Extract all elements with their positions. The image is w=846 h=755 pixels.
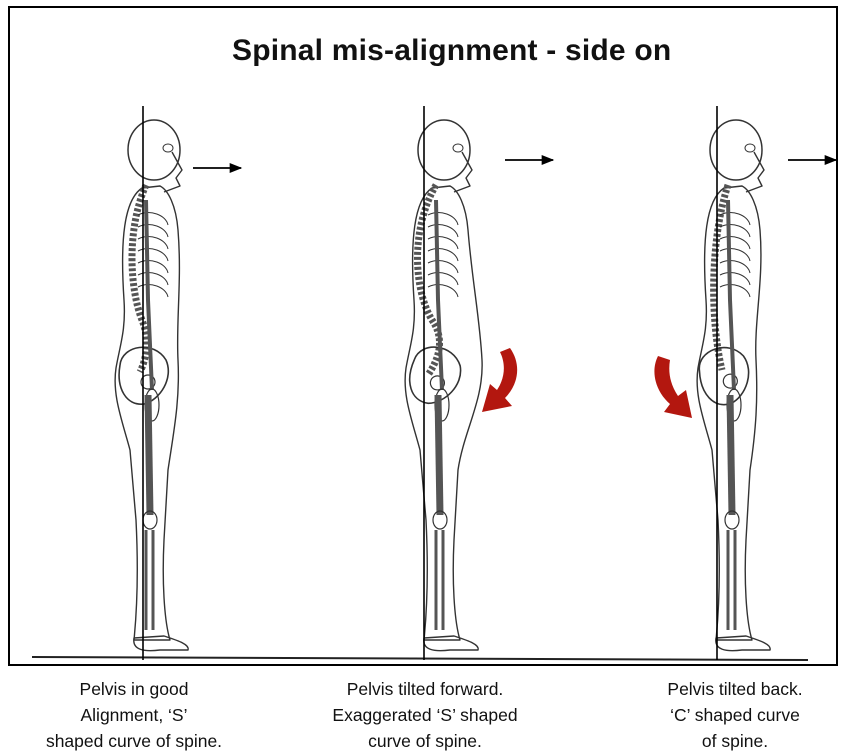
caption-forward-line-1: Pelvis tilted forward. (300, 676, 550, 702)
shin-bones (436, 530, 443, 630)
rib (720, 213, 750, 225)
foot (134, 636, 188, 651)
arm-bone (728, 200, 734, 390)
rib (720, 261, 750, 273)
eye-socket (453, 144, 463, 152)
caption-back: Pelvis tilted back. ‘C’ shaped curve of … (640, 676, 830, 754)
caption-good-line-3: shaped curve of spine. (0, 728, 268, 754)
rib (720, 273, 750, 285)
caption-back-line-1: Pelvis tilted back. (640, 676, 830, 702)
caption-good-line-2: Alignment, ‘S’ (0, 702, 268, 728)
rib (720, 225, 750, 237)
tilt-forward-arrow-icon (482, 348, 517, 412)
shin-bones (728, 530, 735, 630)
caption-forward-line-2: Exaggerated ‘S’ shaped (300, 702, 550, 728)
rib (720, 249, 750, 261)
rib (428, 273, 458, 285)
eye-socket (745, 144, 755, 152)
rib (720, 237, 750, 249)
rib (428, 249, 458, 261)
rib (428, 213, 458, 225)
caption-forward-line-3: curve of spine. (300, 728, 550, 754)
tilt-back-arrow-icon (654, 356, 692, 418)
femur (730, 395, 732, 515)
foot (424, 636, 478, 651)
arm-bone (436, 200, 442, 390)
rib (428, 261, 458, 273)
figure-forward (404, 106, 553, 660)
caption-good-line-1: Pelvis in good (0, 676, 268, 702)
caption-back-line-2: ‘C’ shaped curve (640, 702, 830, 728)
eye-socket (163, 144, 173, 152)
caption-forward: Pelvis tilted forward. Exaggerated ‘S’ s… (300, 676, 550, 754)
caption-good: Pelvis in good Alignment, ‘S’ shaped cur… (0, 676, 268, 754)
femur (438, 395, 440, 515)
caption-back-line-3: of spine. (640, 728, 830, 754)
rib (720, 285, 750, 297)
arm-bone (146, 200, 152, 390)
shin-bones (146, 530, 153, 630)
figure-good (115, 106, 241, 660)
rib (428, 225, 458, 237)
rib (428, 285, 458, 297)
ground-line (32, 657, 808, 660)
foot (716, 636, 770, 651)
femur (148, 395, 150, 515)
figure-back (654, 106, 836, 660)
pelvis (695, 343, 755, 409)
rib (428, 237, 458, 249)
